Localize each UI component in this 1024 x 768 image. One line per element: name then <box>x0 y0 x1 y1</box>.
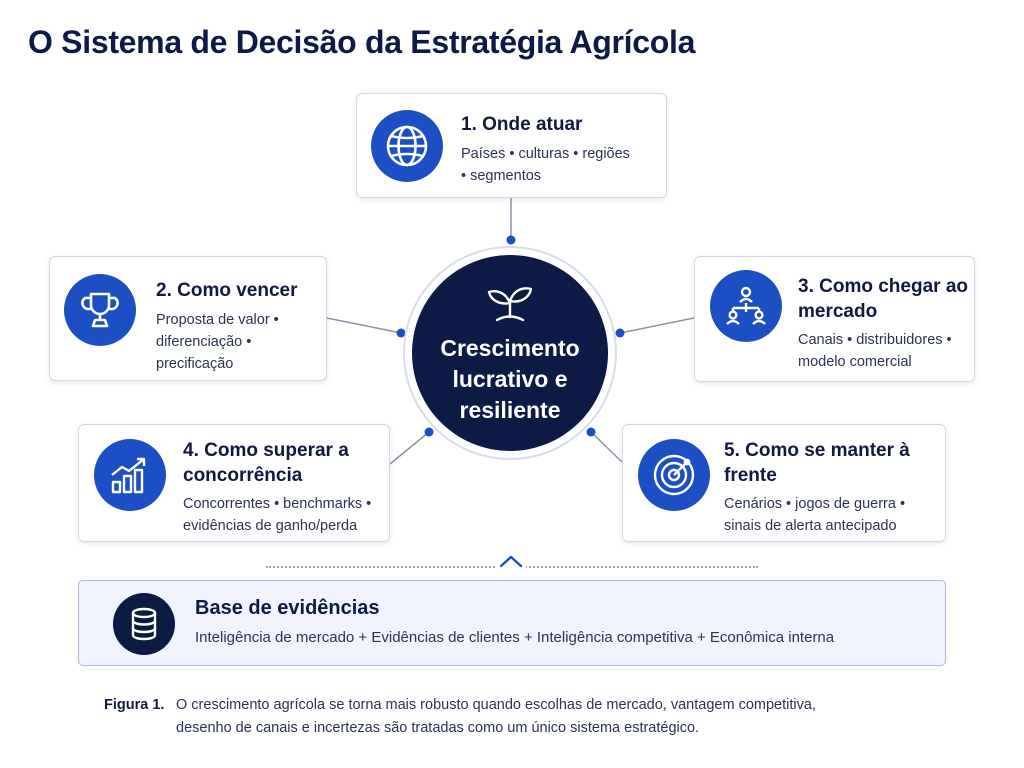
hub-label: Crescimento lucrativo e resiliente <box>440 335 580 423</box>
connector-card-5 <box>590 431 623 463</box>
hub-circle: Crescimento lucrativo e resiliente <box>412 255 608 451</box>
card-description: Cenários • jogos de guerra • sinais de a… <box>724 496 906 534</box>
connector-card-3 <box>619 317 695 334</box>
connector-card-2 <box>326 317 402 334</box>
caption-text: O crescimento agrícola se torna mais rob… <box>176 697 816 736</box>
connector-dot-1 <box>506 235 516 245</box>
sprout-icon <box>487 287 533 322</box>
connector-dot-3 <box>615 328 625 338</box>
growth-chart-icon <box>94 439 166 511</box>
card-title: 3. Como chegar ao mercado <box>798 276 968 322</box>
card-description: Países • culturas • regiões • segmentos <box>461 146 630 184</box>
card-description: Concorrentes • benchmarks • evidências d… <box>183 496 372 534</box>
trophy-icon <box>64 274 136 346</box>
card-title: 1. Onde atuar <box>461 114 583 135</box>
card-title: 5. Como se manter à frente <box>724 440 910 486</box>
card-outcompete: 4. Como superar a concorrência Concorren… <box>78 424 390 542</box>
caption-label: Figura 1. <box>104 697 165 713</box>
figure-caption: Figura 1. O crescimento agrícola se torn… <box>104 694 844 740</box>
chevron-up-icon <box>496 552 526 570</box>
connector-dot-4 <box>424 427 434 437</box>
card-route-to-market: 3. Como chegar ao mercado Canais • distr… <box>694 256 975 382</box>
radar-icon <box>638 439 710 511</box>
database-icon <box>113 593 175 655</box>
evidence-base-title: Base de evidências <box>195 597 380 619</box>
connector-card-4 <box>389 431 430 465</box>
card-stay-ahead: 5. Como se manter à frente Cenários • jo… <box>622 424 946 542</box>
card-where-to-play: 1. Onde atuar Países • culturas • regiõe… <box>356 93 667 198</box>
card-title: 2. Como vencer <box>156 280 298 301</box>
org-chart-icon <box>710 270 782 342</box>
card-title: 4. Como superar a concorrência <box>183 440 349 486</box>
card-description: Proposta de valor • diferenciação • prec… <box>156 312 279 372</box>
connector-dot-5 <box>586 427 596 437</box>
evidence-base-panel: Base de evidências Inteligência de merca… <box>78 580 946 666</box>
globe-icon <box>371 110 443 182</box>
evidence-base-description: Inteligência de mercado + Evidências de … <box>195 629 835 646</box>
card-how-to-win: 2. Como vencer Proposta de valor • difer… <box>49 256 327 381</box>
page-title: O Sistema de Decisão da Estratégia Agríc… <box>28 24 696 60</box>
card-description: Canais • distribuidores • modelo comerci… <box>798 332 952 370</box>
